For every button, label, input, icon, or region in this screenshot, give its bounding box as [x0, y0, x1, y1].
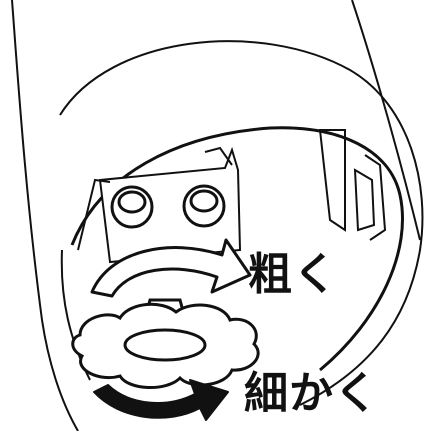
lens-board — [77, 129, 387, 264]
screw-left — [110, 185, 154, 229]
fine-label: 細かく — [244, 368, 379, 419]
camera-housing — [11, 0, 424, 431]
screw-right — [182, 184, 226, 228]
focus-knob — [71, 298, 260, 390]
coarse-label: 粗く — [248, 249, 338, 300]
fine-arrow — [93, 379, 229, 421]
coarse-arrow — [90, 238, 252, 298]
